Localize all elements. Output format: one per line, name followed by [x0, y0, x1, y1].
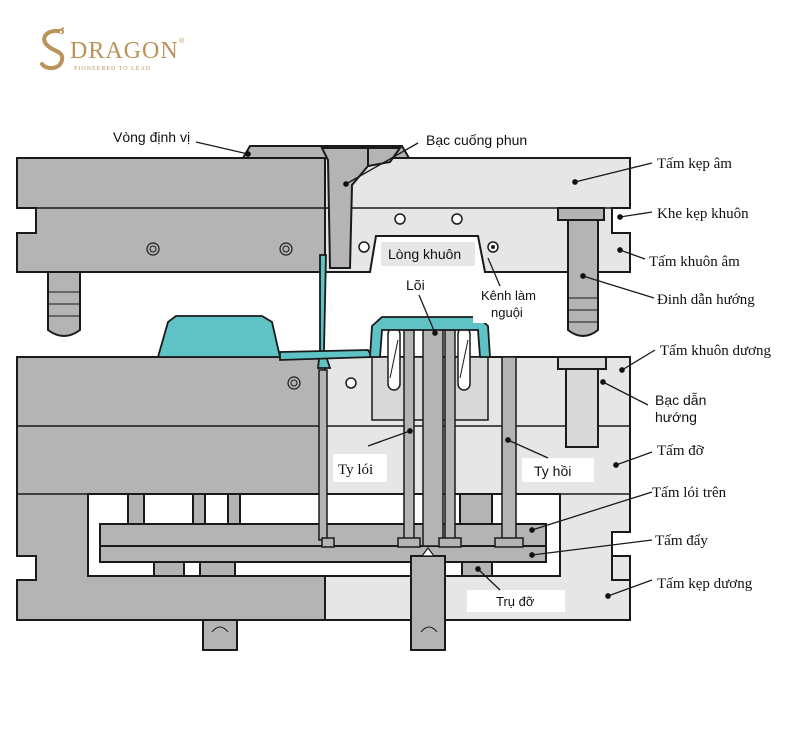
label-ty-hoi: Ty hồi	[534, 463, 571, 479]
label-vong-dinh-vi: Vòng định vị	[113, 129, 190, 145]
fixed-half	[16, 145, 631, 337]
dragon-emblem-icon	[40, 27, 65, 71]
label-bac-dan-huong-line2: hướng	[655, 409, 697, 425]
label-tam-khuon-am: Tấm khuôn âm	[649, 254, 740, 270]
label-tru-do: Trụ đỡ	[496, 594, 535, 609]
support-pillar	[461, 561, 493, 577]
return-pin	[501, 356, 517, 541]
part-right	[369, 316, 491, 358]
brand-registered-mark: ®	[179, 38, 185, 45]
label-loi: Lõi	[406, 277, 425, 293]
ejector-pin-1	[403, 329, 415, 541]
guide-pin-right	[567, 217, 599, 337]
brand-tagline: PIONEERED TO LEAD	[74, 66, 152, 72]
brand-name: DRAGON	[70, 38, 179, 64]
ejector-pin-2	[444, 329, 456, 541]
label-ty-loi: Ty lói	[338, 462, 373, 478]
label-tam-kep-am: Tấm kẹp âm	[657, 156, 732, 172]
sprue	[316, 254, 332, 369]
label-bac-dan-huong-line1: Bạc dẫn	[655, 392, 706, 408]
core-pin	[422, 319, 444, 547]
label-tam-khuon-duong: Tấm khuôn dương	[660, 343, 772, 359]
moving-half	[16, 319, 631, 651]
core-plate-left	[16, 356, 326, 621]
guide-bushing	[565, 356, 599, 448]
dragon-logo: DRAGON ® PIONEERED TO LEAD	[36, 26, 186, 76]
top-clamp-plate-left	[16, 157, 326, 273]
label-long-khuon: Lòng khuôn	[388, 246, 461, 262]
label-kenh-lam-nguoi-line2: nguội	[491, 305, 523, 320]
label-tam-kep-duong: Tấm kẹp dương	[657, 576, 753, 592]
ejector-plate	[99, 545, 547, 563]
part-left	[156, 315, 282, 358]
label-kenh-lam-nguoi-line1: Kênh làm	[481, 288, 536, 303]
ejector-rod	[410, 555, 446, 651]
label-tam-do: Tấm đỡ	[657, 443, 705, 459]
label-bac-cuong-phun: Bạc cuống phun	[426, 132, 527, 148]
label-khe-kep-khuon: Khe kẹp khuôn	[657, 206, 749, 222]
machine-rod-left	[202, 619, 238, 651]
label-dinh-dan-huong: Đinh dẫn hướng	[657, 292, 755, 308]
leader-lines	[195, 141, 656, 599]
label-tam-day: Tấm đẩy	[655, 533, 708, 549]
molded-part	[156, 254, 491, 369]
top-clamp-plate-right	[324, 157, 631, 273]
label-tam-loi-tren: Tấm lói trên	[652, 485, 727, 501]
